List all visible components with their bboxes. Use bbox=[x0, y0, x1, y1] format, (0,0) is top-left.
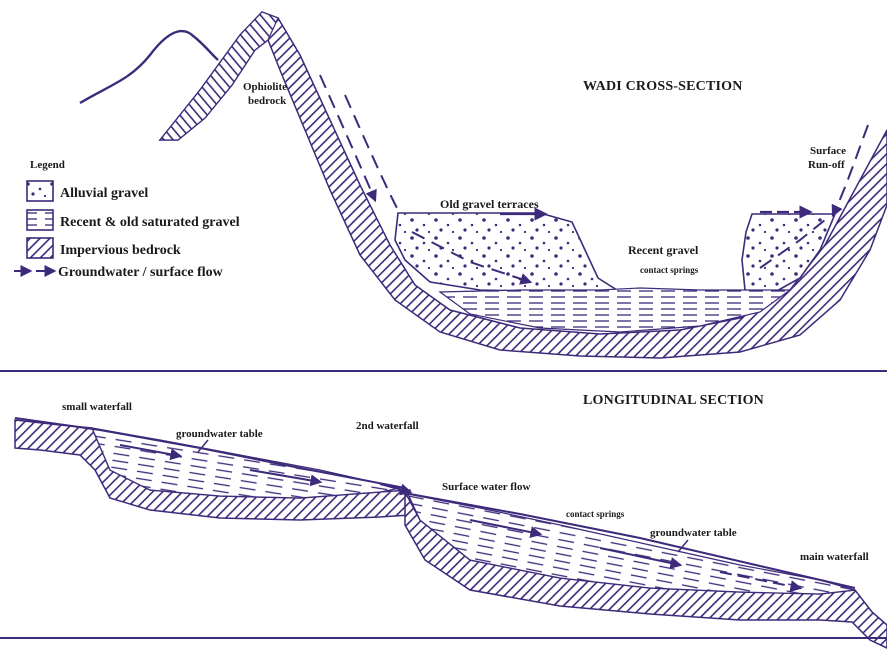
ophiolite-label: Ophiolite bbox=[243, 81, 287, 93]
small-waterfall-label: small waterfall bbox=[62, 401, 132, 413]
old-terraces-label: Old gravel terraces bbox=[440, 197, 539, 211]
surface-water-flow-label: Surface water flow bbox=[442, 481, 530, 493]
legend-label-flow: Groundwater / surface flow bbox=[58, 265, 224, 280]
second-waterfall-label: 2nd waterfall bbox=[356, 420, 419, 432]
left-terrace-alluvial-gravel bbox=[395, 213, 620, 292]
legend-label-saturated: Recent & old saturated gravel bbox=[60, 215, 240, 230]
contact-springs-label: contact springs bbox=[640, 265, 699, 275]
legend: Legend Alluvial gravel Recent & old satu… bbox=[14, 159, 240, 280]
legend-swatch-alluvial bbox=[27, 181, 53, 201]
cross-section-diagram: WADI CROSS-SECTION Ophiolite bedrock Sur… bbox=[80, 12, 887, 358]
longitudinal-section-title: LONGITUDINAL SECTION bbox=[583, 393, 764, 408]
cross-section-title: WADI CROSS-SECTION bbox=[583, 79, 743, 94]
contact-springs-label-longitudinal: contact springs bbox=[566, 509, 625, 519]
runoff-label: Run-off bbox=[808, 159, 845, 171]
legend-label-alluvial: Alluvial gravel bbox=[60, 186, 148, 201]
groundwater-table-label-lower: groundwater table bbox=[650, 527, 737, 539]
legend-swatch-saturated bbox=[27, 210, 53, 230]
surface-label: Surface bbox=[810, 145, 846, 157]
gw-table-leader-lower bbox=[678, 540, 688, 552]
longitudinal-section-diagram: LONGITUDINAL SECTION small waterfall gro… bbox=[15, 393, 887, 648]
legend-swatch-bedrock bbox=[27, 238, 53, 258]
legend-title: Legend bbox=[30, 159, 65, 171]
legend-label-bedrock: Impervious bedrock bbox=[60, 243, 181, 258]
groundwater-table-label-upper: groundwater table bbox=[176, 428, 263, 440]
main-waterfall-label: main waterfall bbox=[800, 551, 869, 563]
recent-gravel-label: Recent gravel bbox=[628, 243, 699, 257]
bedrock-label: bedrock bbox=[248, 95, 287, 107]
